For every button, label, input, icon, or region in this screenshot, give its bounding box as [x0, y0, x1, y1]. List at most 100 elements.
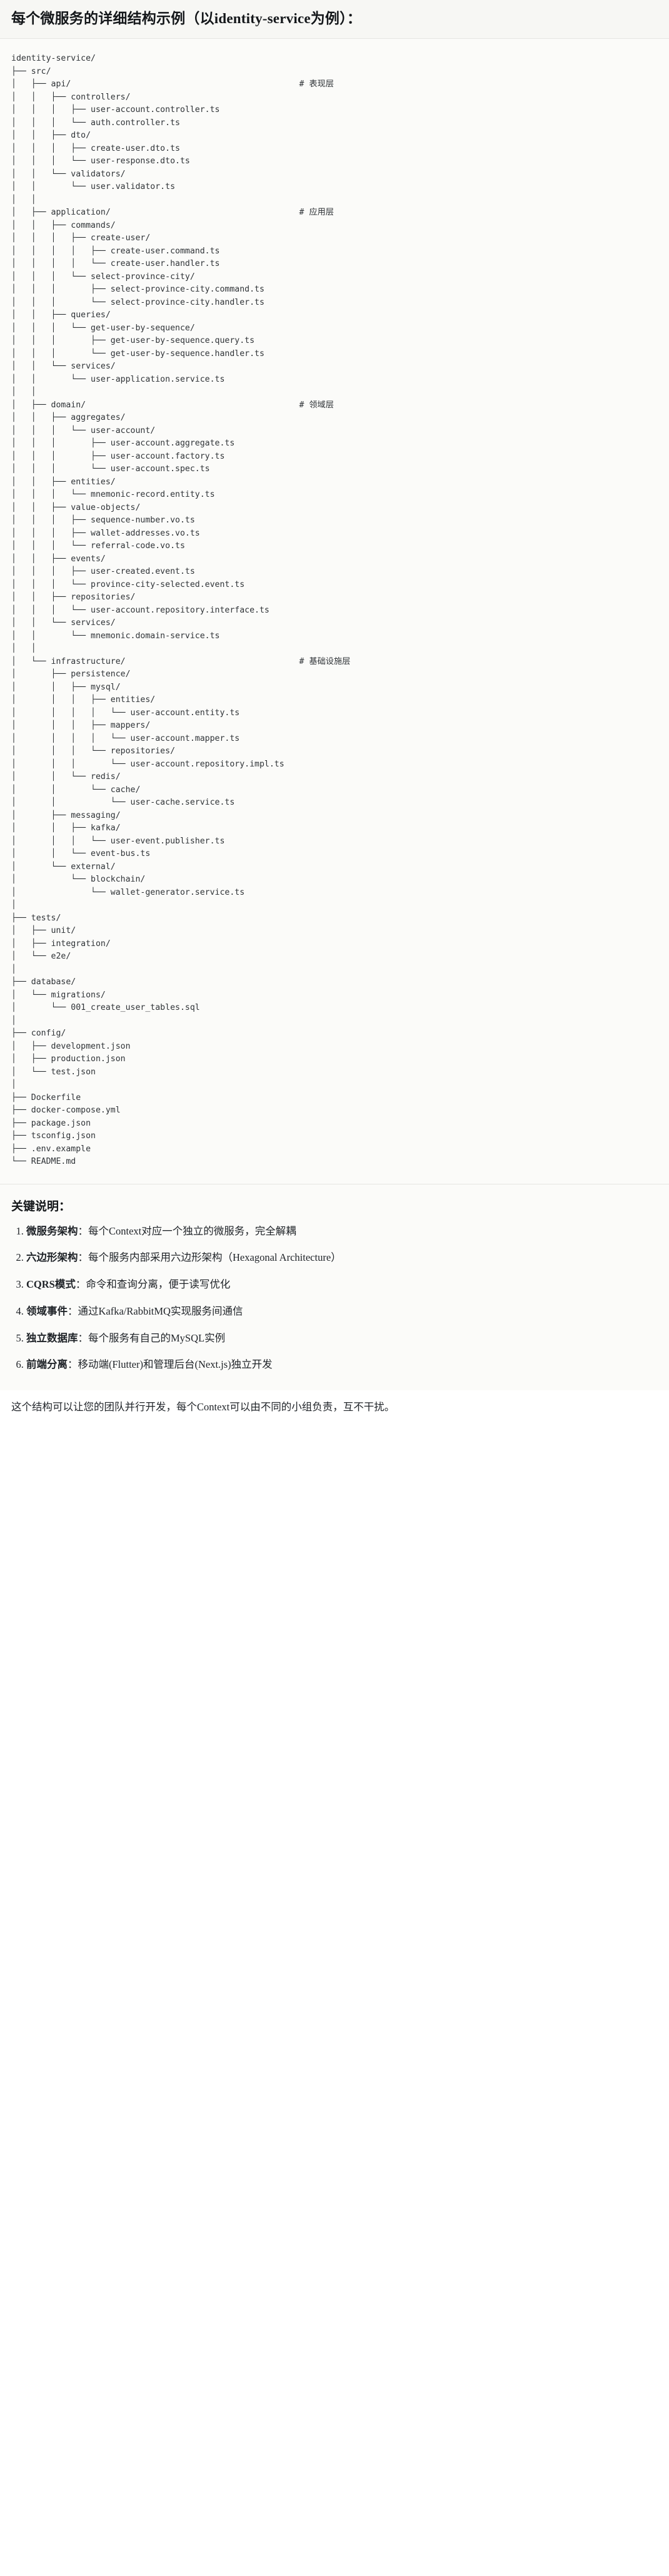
tree-line: │ │ │ └── user-account/: [11, 425, 156, 435]
tree-line: │ │ │ └── repositories/: [11, 746, 176, 756]
key-note-text: 命令和查询分离，便于读写优化: [86, 1278, 231, 1291]
tree-line-comment: # 领域层: [86, 400, 334, 410]
tree-line: │ │ │ ├── user-created.event.ts: [11, 567, 195, 577]
key-note-item: 前端分离：移动端(Flutter)和管理后台(Next.js)独立开发: [26, 1357, 658, 1373]
closing-paragraph: 这个结构可以让您的团队并行开发，每个Context可以由不同的小组负责，互不干扰…: [11, 1401, 395, 1413]
key-note-label: 前端分离: [26, 1358, 68, 1371]
tree-line: │ │ └── validators/: [11, 169, 126, 179]
key-note-label: 微服务架构: [26, 1224, 78, 1237]
tree-line: │: [11, 964, 16, 974]
key-note-label: 六边形架构: [26, 1251, 78, 1264]
tree-line: │ │: [11, 644, 36, 654]
tree-line: │ │ ├── repositories/: [11, 593, 136, 603]
tree-line: │ │ └── cache/: [11, 785, 141, 795]
key-note-separator: ：: [78, 1251, 89, 1264]
key-note-separator: ：: [75, 1278, 86, 1291]
tree-line: identity-service/: [11, 54, 96, 64]
tree-line: │ │ │ └── user-account.spec.ts: [11, 464, 210, 474]
tree-line: │ ├── domain/ # 领域层: [11, 400, 334, 410]
tree-line: │ └── blockchain/: [11, 875, 146, 885]
tree-line: │ ├── unit/: [11, 926, 76, 936]
tree-line: │ │ └── services/: [11, 362, 116, 372]
key-note-label: CQRS模式: [26, 1278, 76, 1291]
tree-line: │ └── 001_create_user_tables.sql: [11, 1003, 200, 1013]
tree-line: ├── docker-compose.yml: [11, 1106, 121, 1116]
tree-line-comment: # 应用层: [110, 208, 334, 218]
tree-line: │ │ └── user-cache.service.ts: [11, 798, 235, 808]
tree-line: │ │ │ └── select-province-city.handler.t…: [11, 297, 264, 307]
tree-line: │ │ │ └── mnemonic-record.entity.ts: [11, 490, 215, 500]
tree-line: │ │ ├── dto/: [11, 131, 91, 141]
key-note-text: 每个Context对应一个独立的微服务，完全解耦: [88, 1224, 296, 1237]
tree-line: │ │ └── mnemonic.domain-service.ts: [11, 631, 220, 641]
directory-tree-section: identity-service/ ├── src/ │ ├── api/ # …: [0, 39, 669, 1184]
key-note-item: 领域事件：通过Kafka/RabbitMQ实现服务间通信: [26, 1304, 658, 1320]
tree-line: ├── src/: [11, 66, 51, 76]
tree-line: │ │ └── user-application.service.ts: [11, 374, 225, 384]
tree-line: │ │ │ ├── create-user/: [11, 233, 151, 243]
tree-line: │: [11, 900, 16, 910]
tree-line: ├── tsconfig.json: [11, 1131, 96, 1141]
tree-line: ├── database/: [11, 977, 76, 987]
tree-line: │ │ │ └── select-province-city/: [11, 272, 195, 282]
key-note-separator: ：: [68, 1358, 78, 1371]
tree-line: │ └── infrastructure/ # 基础设施层: [11, 656, 351, 666]
tree-line: ├── Dockerfile: [11, 1092, 81, 1102]
tree-line: │ │ │ ├── user-account.controller.ts: [11, 105, 220, 115]
tree-line: │ └── test.json: [11, 1067, 96, 1077]
tree-line: │ │ │ └── get-user-by-sequence.handler.t…: [11, 349, 264, 359]
key-note-text: 每个服务内部采用六边形架构（Hexagonal Architecture）: [88, 1251, 341, 1264]
tree-line: │ │ │ ├── wallet-addresses.vo.ts: [11, 528, 200, 538]
key-note-separator: ：: [78, 1331, 89, 1344]
key-notes-title: 关键说明：: [11, 1199, 71, 1213]
tree-line: │ │ ├── controllers/: [11, 92, 131, 102]
key-note-item: 微服务架构：每个Context对应一个独立的微服务，完全解耦: [26, 1224, 658, 1240]
tree-line: │ │ │ ├── user-account.aggregate.ts: [11, 439, 235, 449]
tree-line-comment: # 基础设施层: [125, 656, 351, 666]
heading-section: 每个微服务的详细结构示例（以identity-service为例）：: [0, 0, 669, 39]
page-title: 每个微服务的详细结构示例（以identity-service为例）：: [11, 11, 362, 26]
tree-line: │ └── wallet-generator.service.ts: [11, 887, 245, 897]
tree-line: │ │ │ └── user-account.repository.impl.t…: [11, 759, 284, 769]
tree-line: │ ├── development.json: [11, 1041, 131, 1051]
tree-line: │: [11, 1080, 16, 1090]
tree-line: │ ├── production.json: [11, 1054, 126, 1064]
tree-line: │ └── migrations/: [11, 990, 106, 1000]
tree-line: │ │: [11, 387, 36, 397]
key-note-item: 六边形架构：每个服务内部采用六边形架构（Hexagonal Architectu…: [26, 1250, 658, 1266]
tree-line: │ │ │ └── referral-code.vo.ts: [11, 541, 185, 551]
tree-line: │ │ │ ├── user-account.factory.ts: [11, 451, 225, 461]
tree-line: └── README.md: [11, 1157, 76, 1167]
tree-line: │ │ │ ├── sequence-number.vo.ts: [11, 516, 195, 526]
page-root: 每个微服务的详细结构示例（以identity-service为例）： ident…: [0, 0, 669, 1415]
tree-line: ├── package.json: [11, 1118, 91, 1128]
tree-line: │ │ │ ├── select-province-city.command.t…: [11, 285, 264, 295]
key-note-text: 通过Kafka/RabbitMQ实现服务间通信: [78, 1305, 243, 1317]
tree-line: │ └── external/: [11, 862, 116, 872]
tree-line: │ │ │ ├── create-user.dto.ts: [11, 143, 180, 153]
tree-line: │ │ └── services/: [11, 618, 116, 628]
tree-line-comment: # 表现层: [71, 79, 334, 89]
tree-line: │ ├── application/ # 应用层: [11, 208, 334, 218]
key-notes-section: 关键说明： 微服务架构：每个Context对应一个独立的微服务，完全解耦六边形架…: [0, 1184, 669, 1391]
tree-line: │ │ ├── value-objects/: [11, 502, 141, 512]
key-note-text: 每个服务有自己的MySQL实例: [88, 1331, 226, 1344]
tree-line: │ ├── messaging/: [11, 810, 121, 820]
tree-line: │ │ │ ├── entities/: [11, 695, 156, 705]
tree-line: │ │ │ └── province-city-selected.event.t…: [11, 579, 245, 589]
tree-line: │ └── e2e/: [11, 952, 71, 962]
tree-line: │ │ ├── aggregates/: [11, 413, 126, 423]
tree-line: │ │ │ └── user-account.repository.interf…: [11, 605, 269, 615]
key-note-separator: ：: [68, 1305, 78, 1317]
tree-line: │ │ │ └── get-user-by-sequence/: [11, 323, 195, 333]
key-note-label: 领域事件: [26, 1305, 68, 1317]
tree-line: ├── tests/: [11, 913, 61, 923]
tree-line: ├── config/: [11, 1029, 66, 1039]
tree-line: │ │ └── event-bus.ts: [11, 849, 151, 859]
tree-line: │ │ │ └── user-event.publisher.ts: [11, 836, 225, 846]
tree-line: │ ├── api/ # 表现层: [11, 79, 334, 89]
tree-line: │ │ ├── queries/: [11, 310, 111, 320]
key-note-text: 移动端(Flutter)和管理后台(Next.js)独立开发: [78, 1358, 273, 1371]
tree-line: │ │ │ │ └── user-account.mapper.ts: [11, 733, 240, 743]
key-note-item: 独立数据库：每个服务有自己的MySQL实例: [26, 1331, 658, 1347]
